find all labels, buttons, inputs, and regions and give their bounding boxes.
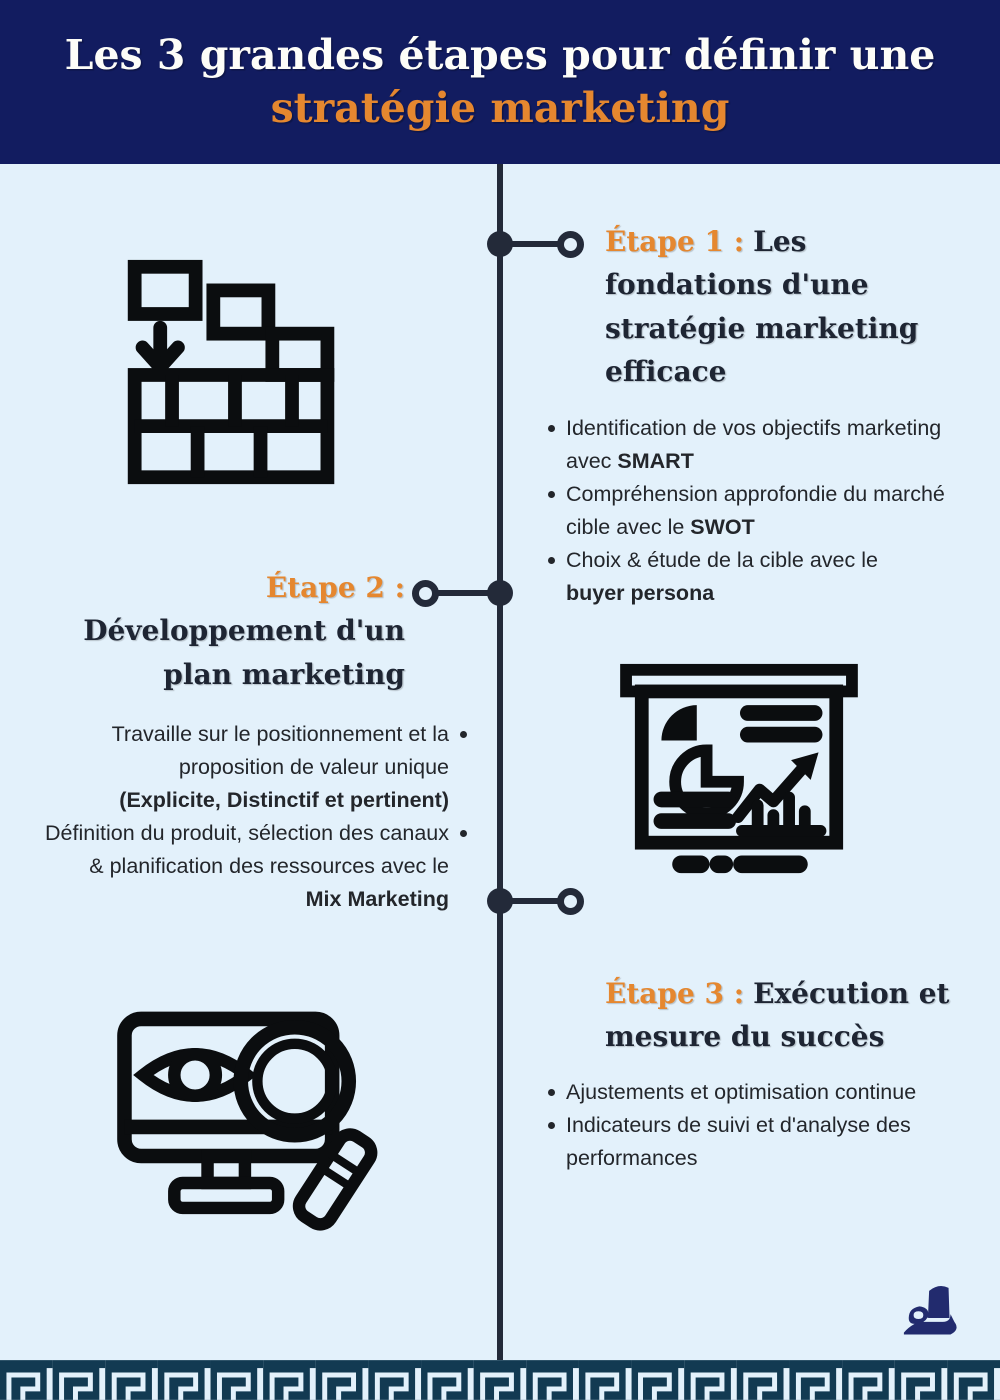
bullet-text: Définition du produit, sélection des can… bbox=[45, 821, 449, 911]
header-banner: Les 3 grandes étapes pour définir une st… bbox=[0, 0, 1000, 164]
bullet-dot bbox=[460, 830, 467, 837]
step3-title: Étape 3 :Exécution et mesure du succès bbox=[605, 972, 985, 1059]
bullet-text: Compréhension approfondie du marché cibl… bbox=[566, 482, 945, 539]
brick-wall-foundation-icon bbox=[115, 253, 351, 493]
step3-title-text: Exécution et mesure du succès bbox=[605, 977, 950, 1054]
bullet-text: Indicateurs de suivi et d'analyse des pe… bbox=[566, 1113, 911, 1170]
step2-bullet-list: Travaille sur le positionnement et la pr… bbox=[25, 718, 467, 916]
timeline-branch-step1 bbox=[503, 241, 560, 247]
bullet-item: Définition du produit, sélection des can… bbox=[25, 817, 467, 916]
ship-logo bbox=[900, 1285, 968, 1341]
timeline-node-step2 bbox=[487, 580, 513, 606]
greek-key-meander-border bbox=[0, 1360, 1000, 1400]
timeline-ring-step1 bbox=[557, 231, 584, 258]
timeline-branch-step3 bbox=[503, 898, 560, 904]
step1-bullet-list: Identification de vos objectifs marketin… bbox=[548, 412, 960, 610]
bullet-dot bbox=[460, 731, 467, 738]
step1-title-text: Les fondations d'une stratégie marketing… bbox=[605, 225, 919, 389]
step1-title: Étape 1 :Les fondations d'une stratégie … bbox=[605, 220, 945, 394]
page-title-line2: stratégie marketing bbox=[270, 84, 730, 132]
bullet-item: Travaille sur le positionnement et la pr… bbox=[25, 718, 467, 817]
timeline-branch-step2 bbox=[438, 590, 500, 596]
bullet-item: Indicateurs de suivi et d'analyse des pe… bbox=[548, 1109, 960, 1175]
bullet-text: Identification de vos objectifs marketin… bbox=[566, 416, 942, 473]
bullet-dot bbox=[548, 557, 555, 564]
page-title-line1: Les 3 grandes étapes pour définir une bbox=[64, 30, 936, 79]
bullet-item: Compréhension approfondie du marché cibl… bbox=[548, 478, 960, 544]
step2-title-text: Développement d'un plan marketing bbox=[83, 614, 405, 691]
bullet-dot bbox=[548, 1122, 555, 1129]
timeline-ring-step2 bbox=[412, 580, 439, 607]
bullet-item: Identification de vos objectifs marketin… bbox=[548, 412, 960, 478]
step2-label: Étape 2 : bbox=[265, 571, 405, 604]
timeline-line bbox=[497, 164, 503, 1360]
bullet-item: Ajustements et optimisation continue bbox=[548, 1076, 960, 1109]
bullet-text: Choix & étude de la cible avec le buyer … bbox=[566, 548, 878, 605]
presentation-charts-icon bbox=[616, 660, 862, 880]
bullet-dot bbox=[548, 491, 555, 498]
step3-label: Étape 3 : bbox=[605, 977, 745, 1010]
bullet-dot bbox=[548, 425, 555, 432]
step1-label: Étape 1 : bbox=[605, 225, 745, 258]
bullet-text: Travaille sur le positionnement et la pr… bbox=[111, 722, 449, 812]
bullet-text: Ajustements et optimisation continue bbox=[566, 1080, 917, 1104]
timeline-ring-step3 bbox=[557, 888, 584, 915]
step2-title: Étape 2 : Développement d'un plan marketi… bbox=[55, 566, 405, 696]
bullet-dot bbox=[548, 1089, 555, 1096]
monitor-eye-magnifier-icon bbox=[112, 1000, 382, 1258]
bullet-item: Choix & étude de la cible avec le buyer … bbox=[548, 544, 960, 610]
